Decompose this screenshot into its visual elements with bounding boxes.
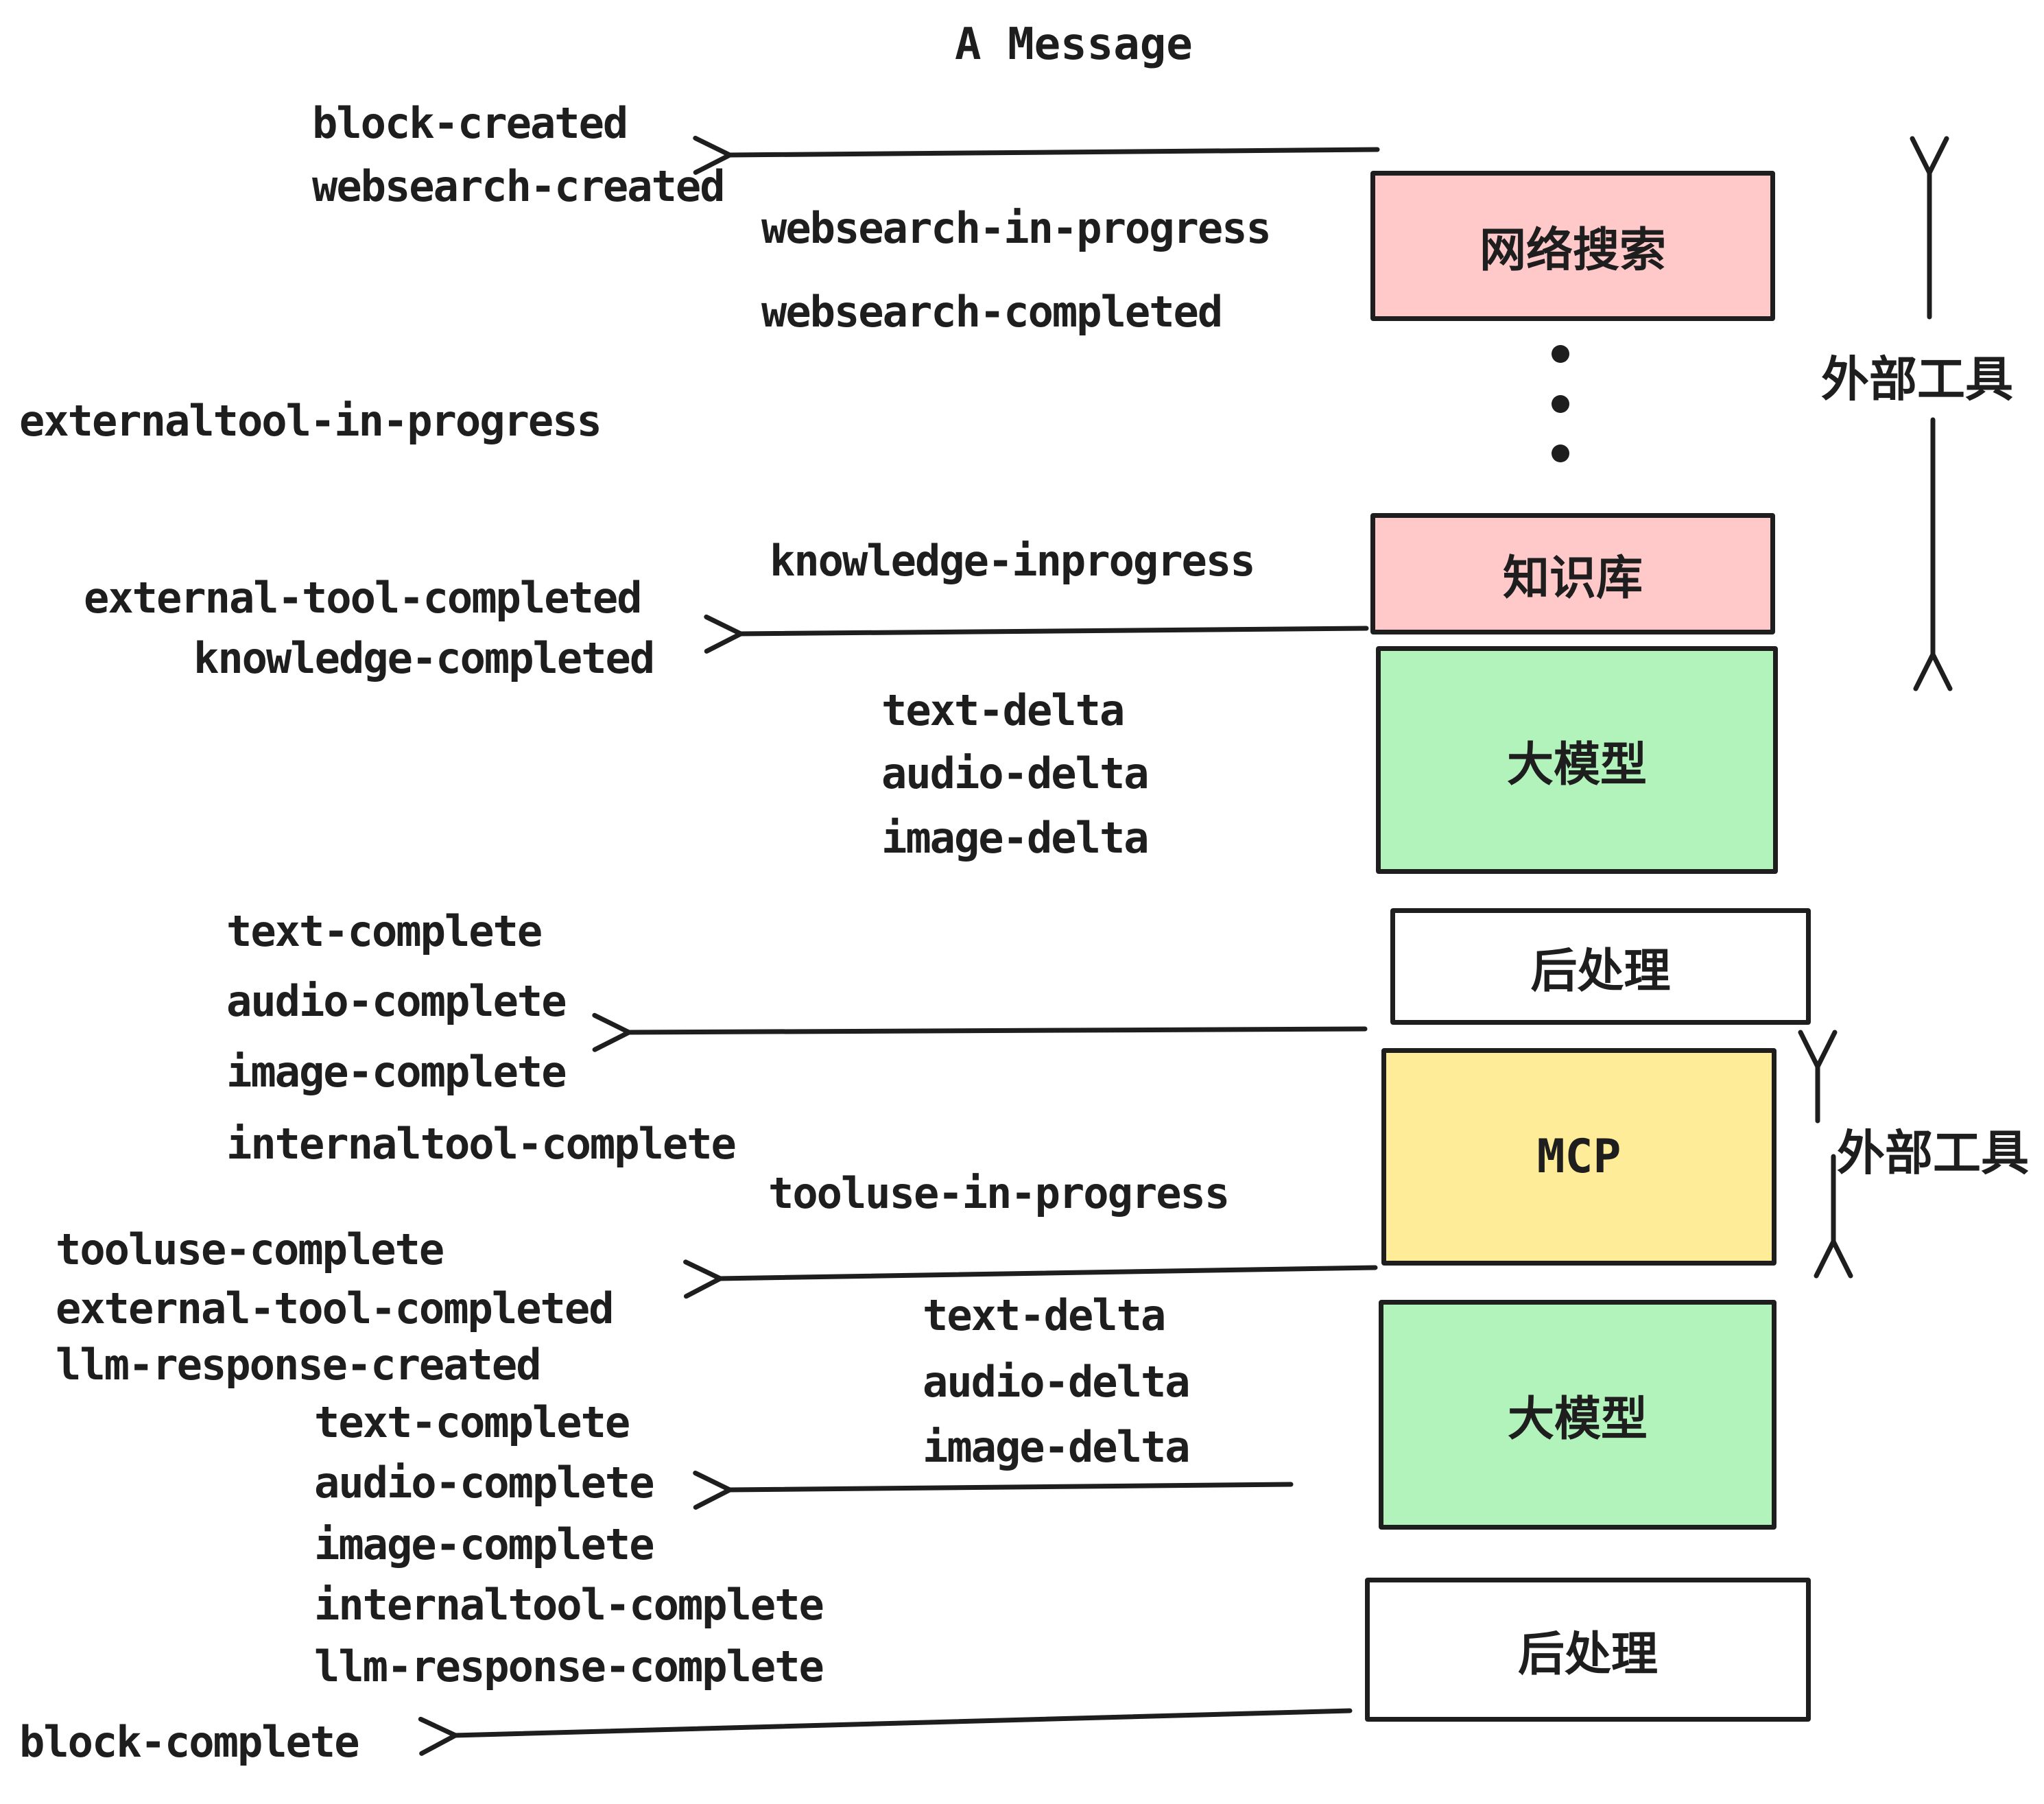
- event-label-image-complete-1: image-complete: [226, 1047, 567, 1097]
- event-label-audio-complete-2: audio-complete: [314, 1458, 655, 1508]
- event-label-external-tool-completed-1: external-tool-completed: [84, 573, 643, 623]
- node-postprocess-1: 后处理: [1390, 908, 1811, 1025]
- side-label-external-tools-1: 外部工具: [1821, 353, 2013, 406]
- event-label-audio-delta-2: audio-delta: [923, 1357, 1191, 1407]
- event-label-websearch-completed: websearch-completed: [761, 287, 1223, 337]
- node-postprocess-1-label: 后处理: [1530, 945, 1671, 997]
- diagram-title: A Message: [955, 19, 1193, 70]
- arrow-llm2-to-audio-complete: [693, 1470, 1294, 1510]
- event-label-text-delta-1: text-delta: [881, 685, 1125, 735]
- event-label-llm-response-complete: llm-response-complete: [314, 1641, 824, 1692]
- arrow-post2-to-block-complete: [418, 1708, 1353, 1756]
- event-label-external-tool-completed-2: external-tool-completed: [56, 1283, 615, 1333]
- ellipsis-dots: [1552, 345, 1569, 462]
- side-label-external-tools-2: 外部工具: [1837, 1126, 2029, 1180]
- arrow-mcp-to-tooluse-complete: [683, 1259, 1378, 1299]
- event-label-text-complete-1: text-complete: [226, 906, 543, 956]
- node-llm-2-label: 大模型: [1507, 1393, 1648, 1445]
- event-label-text-complete-2: text-complete: [314, 1397, 630, 1447]
- event-label-tooluse-complete: tooluse-complete: [56, 1224, 444, 1274]
- node-mcp: MCP: [1381, 1048, 1776, 1266]
- node-postprocess-2-label: 后处理: [1517, 1628, 1658, 1681]
- node-knowledge-base: 知识库: [1370, 513, 1775, 634]
- node-websearch-label: 网络搜索: [1479, 224, 1666, 276]
- arrow-websearch-to-created: [693, 135, 1380, 175]
- event-label-tooluse-in-progress: tooluse-in-progress: [768, 1168, 1230, 1218]
- node-llm-1: 大模型: [1376, 646, 1778, 874]
- arrow-knowledge-to-completed: [704, 614, 1369, 654]
- node-llm-1-label: 大模型: [1506, 738, 1647, 791]
- event-label-internaltool-complete-1: internaltool-complete: [226, 1119, 737, 1169]
- event-label-audio-complete-1: audio-complete: [226, 976, 567, 1026]
- arrow-post1-to-image-complete: [592, 1012, 1368, 1052]
- event-label-image-complete-2: image-complete: [314, 1519, 655, 1569]
- event-label-block-complete: block-complete: [19, 1717, 360, 1767]
- node-llm-2: 大模型: [1379, 1300, 1776, 1530]
- node-websearch: 网络搜索: [1370, 171, 1775, 321]
- event-label-audio-delta-1: audio-delta: [881, 748, 1150, 798]
- event-label-block-created: block-created: [312, 98, 628, 148]
- event-label-image-delta-2: image-delta: [923, 1422, 1191, 1472]
- node-mcp-label: MCP: [1536, 1130, 1621, 1184]
- event-label-internaltool-complete-2: internaltool-complete: [314, 1580, 824, 1630]
- event-label-image-delta-1: image-delta: [881, 813, 1150, 863]
- event-label-text-delta-2: text-delta: [923, 1290, 1166, 1340]
- event-label-websearch-in-progress: websearch-in-progress: [761, 203, 1272, 253]
- event-label-knowledge-inprogress: knowledge-inprogress: [770, 536, 1256, 586]
- event-label-externaltool-in-progress: externaltool-in-progress: [19, 396, 602, 446]
- node-knowledge-base-label: 知识库: [1502, 552, 1643, 604]
- event-label-llm-response-created: llm-response-created: [56, 1340, 542, 1390]
- event-label-knowledge-completed: knowledge-completed: [193, 633, 655, 683]
- node-postprocess-2: 后处理: [1365, 1578, 1811, 1722]
- event-label-websearch-created: websearch-created: [312, 161, 726, 211]
